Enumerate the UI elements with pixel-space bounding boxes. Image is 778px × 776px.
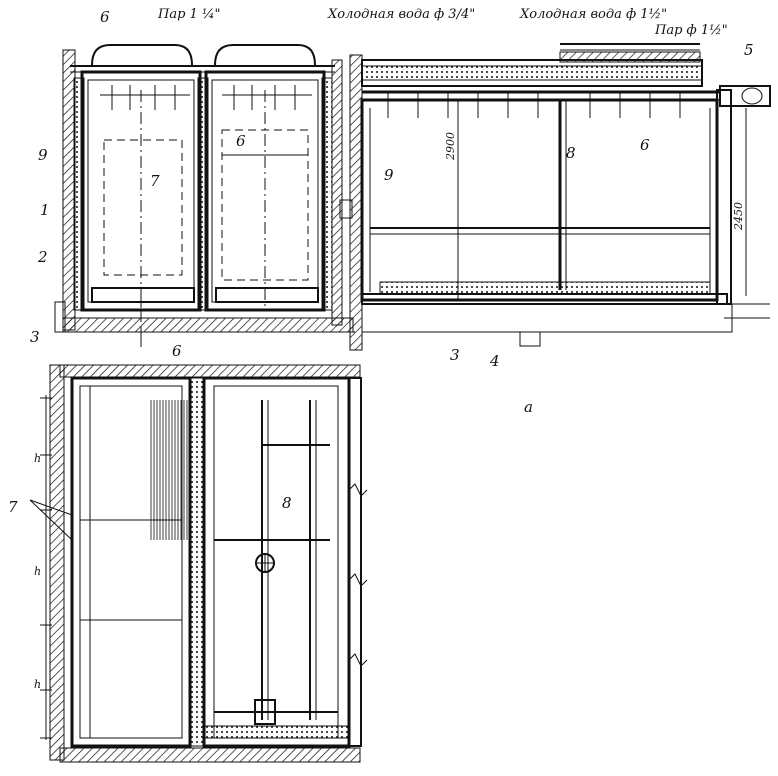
callout-6-right: 6 [640,136,650,154]
callout-9-right: 9 [384,166,394,184]
callout-8-plan: 8 [282,494,292,512]
callout-3-right: 3 [450,346,460,364]
plan-chamber-right [202,376,351,748]
callout-3-left: 3 [30,328,40,346]
callout-6-chamber: 6 [236,132,246,150]
view-label-a: а [524,398,533,416]
callout-5: 5 [744,41,754,59]
floor-left [62,317,354,333]
dimension-2900: 2900 [444,132,457,161]
label-steam-1: Пар 1 ¼" [157,7,221,22]
callout-6-top: 6 [100,8,110,26]
callout-8-top: 8 [566,144,576,162]
cross-section-view [54,44,355,350]
label-steam-112: Пар ф 1½" [654,23,728,38]
longitudinal-chamber [360,98,719,302]
callout-7-top: 7 [150,172,160,190]
dimension-h-2: h [34,565,41,578]
callout-1: 1 [40,201,50,219]
callout-4: 4 [489,352,500,370]
longitudinal-section-view [339,43,771,351]
callout-6-section: 6 [172,342,182,360]
label-cold-water-112: Холодная вода ф 1½" [519,7,667,22]
dimension-h-1: h [34,452,41,465]
callout-2: 2 [37,248,48,266]
outer-wall-left [62,49,76,331]
dimension-h-3: h [34,678,41,691]
dimension-2450: 2450 [732,202,745,231]
callout-7-plan: 7 [8,498,18,516]
plan-outer-wall-left [49,364,65,761]
label-cold-water-34: Холодная вода ф 3/4" [327,7,475,22]
callout-9-left: 9 [38,146,48,164]
plan-view [29,364,368,763]
